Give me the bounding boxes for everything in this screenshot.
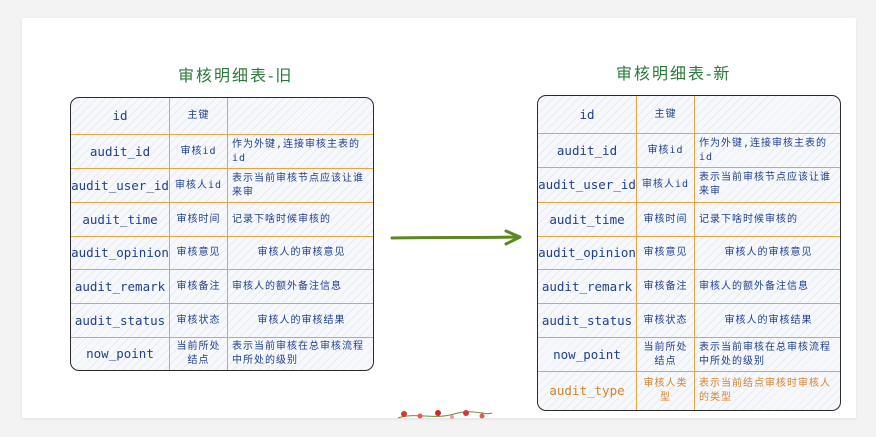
field-desc: 当前所处结点 — [636, 338, 694, 371]
field-name: now_point — [86, 346, 154, 361]
field-name: now_point — [553, 346, 621, 362]
field-desc: 审核状态 — [169, 304, 227, 337]
field-note — [227, 98, 373, 134]
field-note: 作为外键,连接审核主表的id — [694, 134, 840, 167]
right-arrow-icon — [390, 229, 522, 246]
table-row: audit_user_id 审核人id 表示当前审核节点应该让谁来审 — [71, 169, 373, 203]
field-note: 审核人的审核结果 — [227, 304, 373, 337]
field-desc: 审核人id — [169, 169, 227, 202]
field-desc: 审核状态 — [636, 304, 694, 337]
field-desc: 审核人类型 — [636, 372, 694, 410]
table-row: audit_time 审核时间 记录下啥时候审核的 — [71, 203, 373, 237]
field-name: id — [112, 108, 128, 123]
field-name: audit_id — [556, 142, 618, 158]
field-note — [694, 96, 840, 133]
field-note: 作为外键,连接审核主表的id — [227, 135, 373, 168]
field-note: 表示当前结点审核时审核人的类型 — [694, 372, 840, 410]
table-row: audit_status 审核状态 审核人的审核结果 — [71, 304, 373, 338]
field-name: audit_remark — [74, 278, 166, 294]
field-note: 表示当前审核节点应该让谁来审 — [227, 169, 373, 202]
field-name: audit_opinion — [71, 245, 169, 260]
field-name: audit_status — [74, 312, 166, 328]
field-desc: 审核意见 — [636, 237, 694, 269]
field-desc: 主键 — [169, 98, 227, 134]
flower-decoration-icon — [397, 410, 493, 419]
table-row: audit_status 审核状态 审核人的审核结果 — [538, 304, 840, 338]
field-note: 记录下啥时候审核的 — [227, 203, 373, 236]
field-desc: 审核时间 — [636, 203, 694, 236]
field-note: 审核人的审核结果 — [694, 304, 840, 337]
old-table-title: 审核明细表-旧 — [178, 66, 294, 85]
table-row: id 主键 — [538, 96, 840, 134]
field-note: 表示当前审核在总审核流程中所处的级别 — [694, 338, 840, 371]
field-name: audit_status — [541, 312, 633, 328]
old-table: id 主键 audit_id 审核id 作为外键,连接审核主表的id audit… — [70, 97, 374, 371]
table-row: audit_remark 审核备注 审核人的额外备注信息 — [538, 270, 840, 304]
field-desc: 审核备注 — [636, 270, 694, 303]
field-desc: 审核意见 — [169, 237, 227, 269]
field-name: audit_id — [89, 143, 151, 159]
table-row: audit_opinion 审核意见 审核人的审核意见 — [538, 237, 840, 270]
table-row-new: audit_type 审核人类型 表示当前结点审核时审核人的类型 — [538, 372, 840, 410]
table-row: now_point 当前所处结点 表示当前审核在总审核流程中所处的级别 — [538, 338, 840, 372]
field-name: id — [579, 106, 595, 122]
field-desc: 审核人id — [636, 168, 694, 202]
table-row: audit_user_id 审核人id 表示当前审核节点应该让谁来审 — [538, 168, 840, 203]
field-name: audit_time — [549, 211, 625, 227]
field-note: 审核人的审核意见 — [694, 237, 840, 269]
field-name: audit_user_id — [538, 177, 636, 192]
field-note: 表示当前审核节点应该让谁来审 — [694, 168, 840, 202]
field-desc: 审核id — [636, 134, 694, 167]
field-note: 记录下啥时候审核的 — [694, 203, 840, 236]
table-row: now_point 当前所处结点 表示当前审核在总审核流程中所处的级别 — [71, 338, 373, 370]
field-desc: 当前所处结点 — [169, 338, 227, 370]
table-row: audit_time 审核时间 记录下啥时候审核的 — [538, 203, 840, 237]
field-name: audit_opinion — [538, 245, 636, 260]
field-name: audit_user_id — [71, 177, 169, 193]
table-row: audit_id 审核id 作为外键,连接审核主表的id — [71, 135, 373, 169]
field-note: 表示当前审核在总审核流程中所处的级别 — [227, 338, 373, 370]
field-note: 审核人的额外备注信息 — [694, 270, 840, 303]
table-row: audit_opinion 审核意见 审核人的审核意见 — [71, 237, 373, 270]
field-note: 审核人的审核意见 — [227, 237, 373, 269]
new-table-title: 审核明细表-新 — [616, 64, 732, 83]
field-note: 审核人的额外备注信息 — [227, 270, 373, 303]
field-desc: 主键 — [636, 96, 694, 133]
table-row: id 主键 — [71, 98, 373, 135]
field-desc: 审核备注 — [169, 270, 227, 303]
field-name: audit_remark — [541, 278, 633, 294]
field-desc: 审核id — [169, 135, 227, 168]
table-row: audit_remark 审核备注 审核人的额外备注信息 — [71, 270, 373, 304]
field-desc: 审核时间 — [169, 203, 227, 236]
field-name: audit_type — [549, 383, 625, 398]
table-row: audit_id 审核id 作为外键,连接审核主表的id — [538, 134, 840, 168]
new-table: id 主键 audit_id 审核id 作为外键,连接审核主表的id audit… — [537, 95, 841, 411]
field-name: audit_time — [82, 211, 158, 227]
